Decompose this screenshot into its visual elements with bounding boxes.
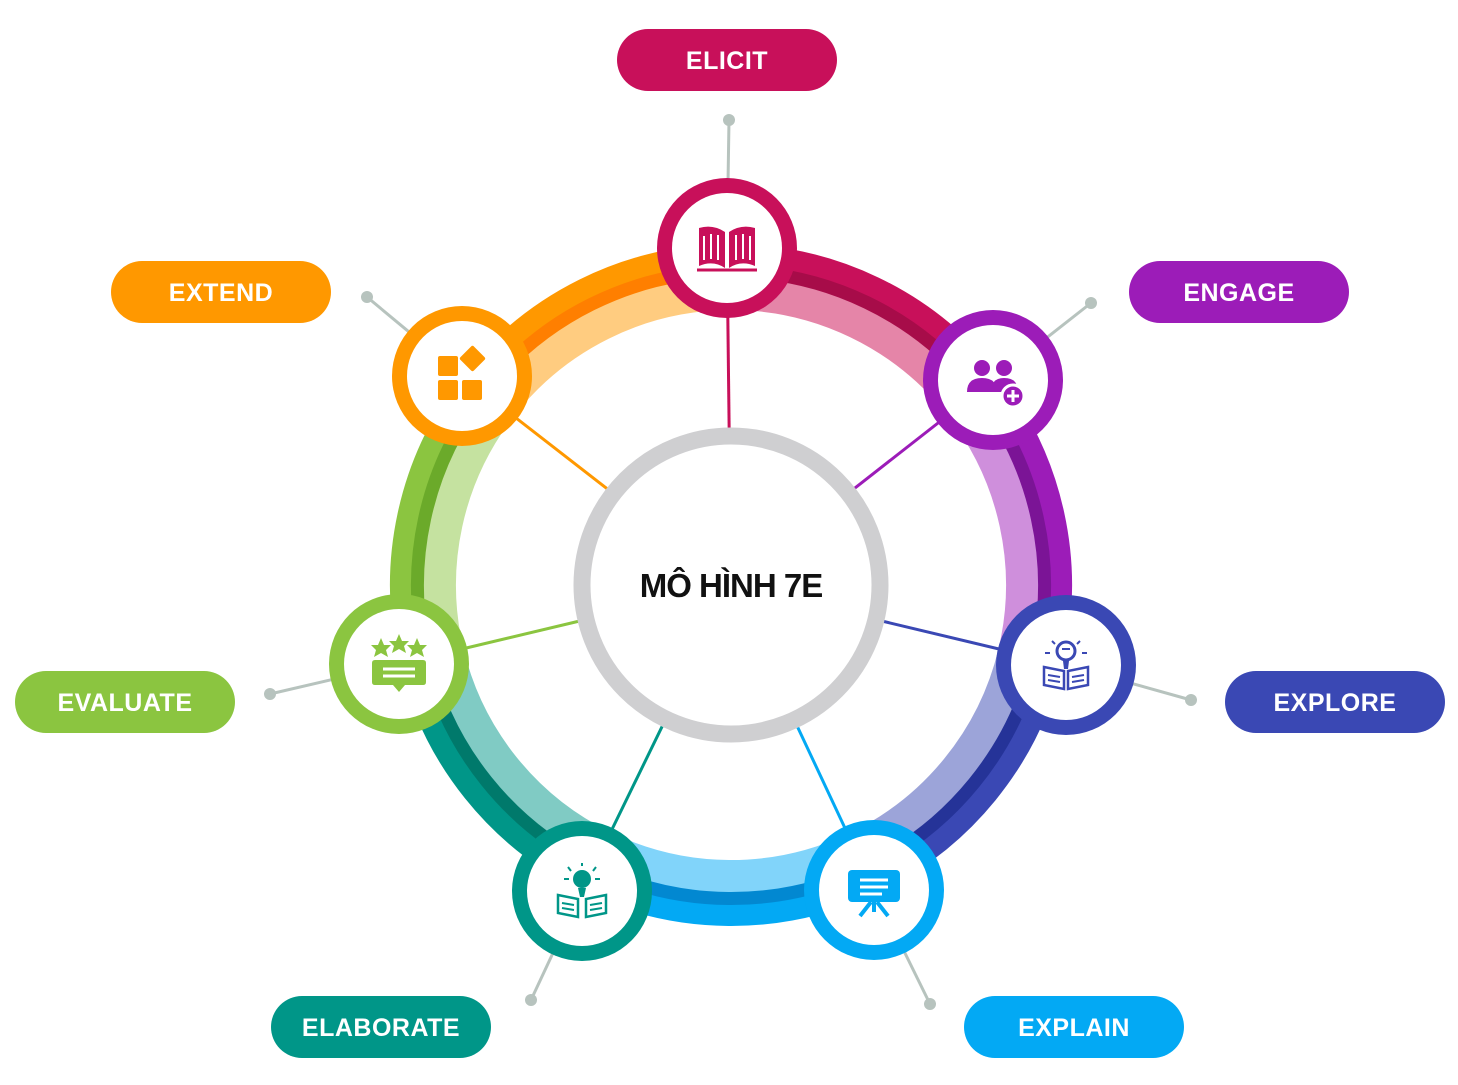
center-hub: MÔ HÌNH 7E: [573, 427, 889, 743]
node-face-elicit: [672, 193, 782, 303]
label-text-elicit: ELICIT: [686, 47, 768, 75]
stage-label-explore: EXPLORE: [1225, 671, 1445, 733]
hub-ring: [573, 427, 889, 743]
connector-engage: [1043, 301, 1092, 341]
label-pill-explain: [964, 996, 1184, 1058]
connector-dot-extend: [361, 291, 373, 303]
node-face-extend: [407, 321, 517, 431]
stage-node-evaluate: [329, 594, 469, 734]
label-pill-evaluate: [15, 671, 235, 733]
label-text-explore: EXPLORE: [1274, 689, 1397, 717]
stage-label-explain: EXPLAIN: [964, 996, 1184, 1058]
label-connectors: [264, 114, 1197, 1010]
stage-labels: ELICIT ENGAGE EXPLORE EXPLAIN ELABORATE EVALU…: [15, 29, 1445, 1058]
label-pill-elaborate: [271, 996, 491, 1058]
center-title: MÔ HÌNH 7E: [640, 566, 823, 604]
connector-dot-explore: [1185, 694, 1197, 706]
stage-node-explain: [804, 820, 944, 960]
connector-dot-engage: [1085, 297, 1097, 309]
stage-node-extend: [392, 306, 532, 446]
connector-dot-elicit: [723, 114, 735, 126]
connector-dot-explain: [924, 998, 936, 1010]
rating-stars-icon: [369, 632, 429, 694]
stage-node-elaborate: [512, 821, 652, 961]
stage-node-engage: [923, 310, 1063, 450]
connector-explore: [1129, 681, 1192, 702]
connector-dot-elaborate: [525, 994, 537, 1006]
connector-elicit: [726, 119, 731, 183]
stage-node-explore: [996, 595, 1136, 735]
node-face-engage: [938, 325, 1048, 435]
stage-nodes: [329, 178, 1136, 961]
stage-node-elicit: [657, 178, 797, 318]
connector-extend: [366, 295, 413, 335]
connector-elaborate: [529, 950, 556, 1001]
label-pill-explore: [1225, 671, 1445, 733]
label-pill-engage: [1129, 261, 1349, 323]
label-pill-extend: [111, 261, 331, 323]
label-pill-elicit: [617, 29, 837, 91]
label-text-evaluate: EVALUATE: [57, 689, 192, 717]
label-text-elaborate: ELABORATE: [302, 1014, 460, 1042]
label-text-explain: EXPLAIN: [1018, 1014, 1130, 1042]
stage-label-elicit: ELICIT: [617, 29, 837, 91]
label-text-extend: EXTEND: [169, 279, 273, 307]
connector-dot-evaluate: [264, 688, 276, 700]
label-text-engage: ENGAGE: [1183, 279, 1294, 307]
connector-explain: [901, 948, 932, 1005]
stage-label-evaluate: EVALUATE: [15, 671, 235, 733]
stage-label-engage: ENGAGE: [1129, 261, 1349, 323]
stage-label-elaborate: ELABORATE: [271, 996, 491, 1058]
connector-evaluate: [269, 677, 336, 696]
stage-label-extend: EXTEND: [111, 261, 331, 323]
